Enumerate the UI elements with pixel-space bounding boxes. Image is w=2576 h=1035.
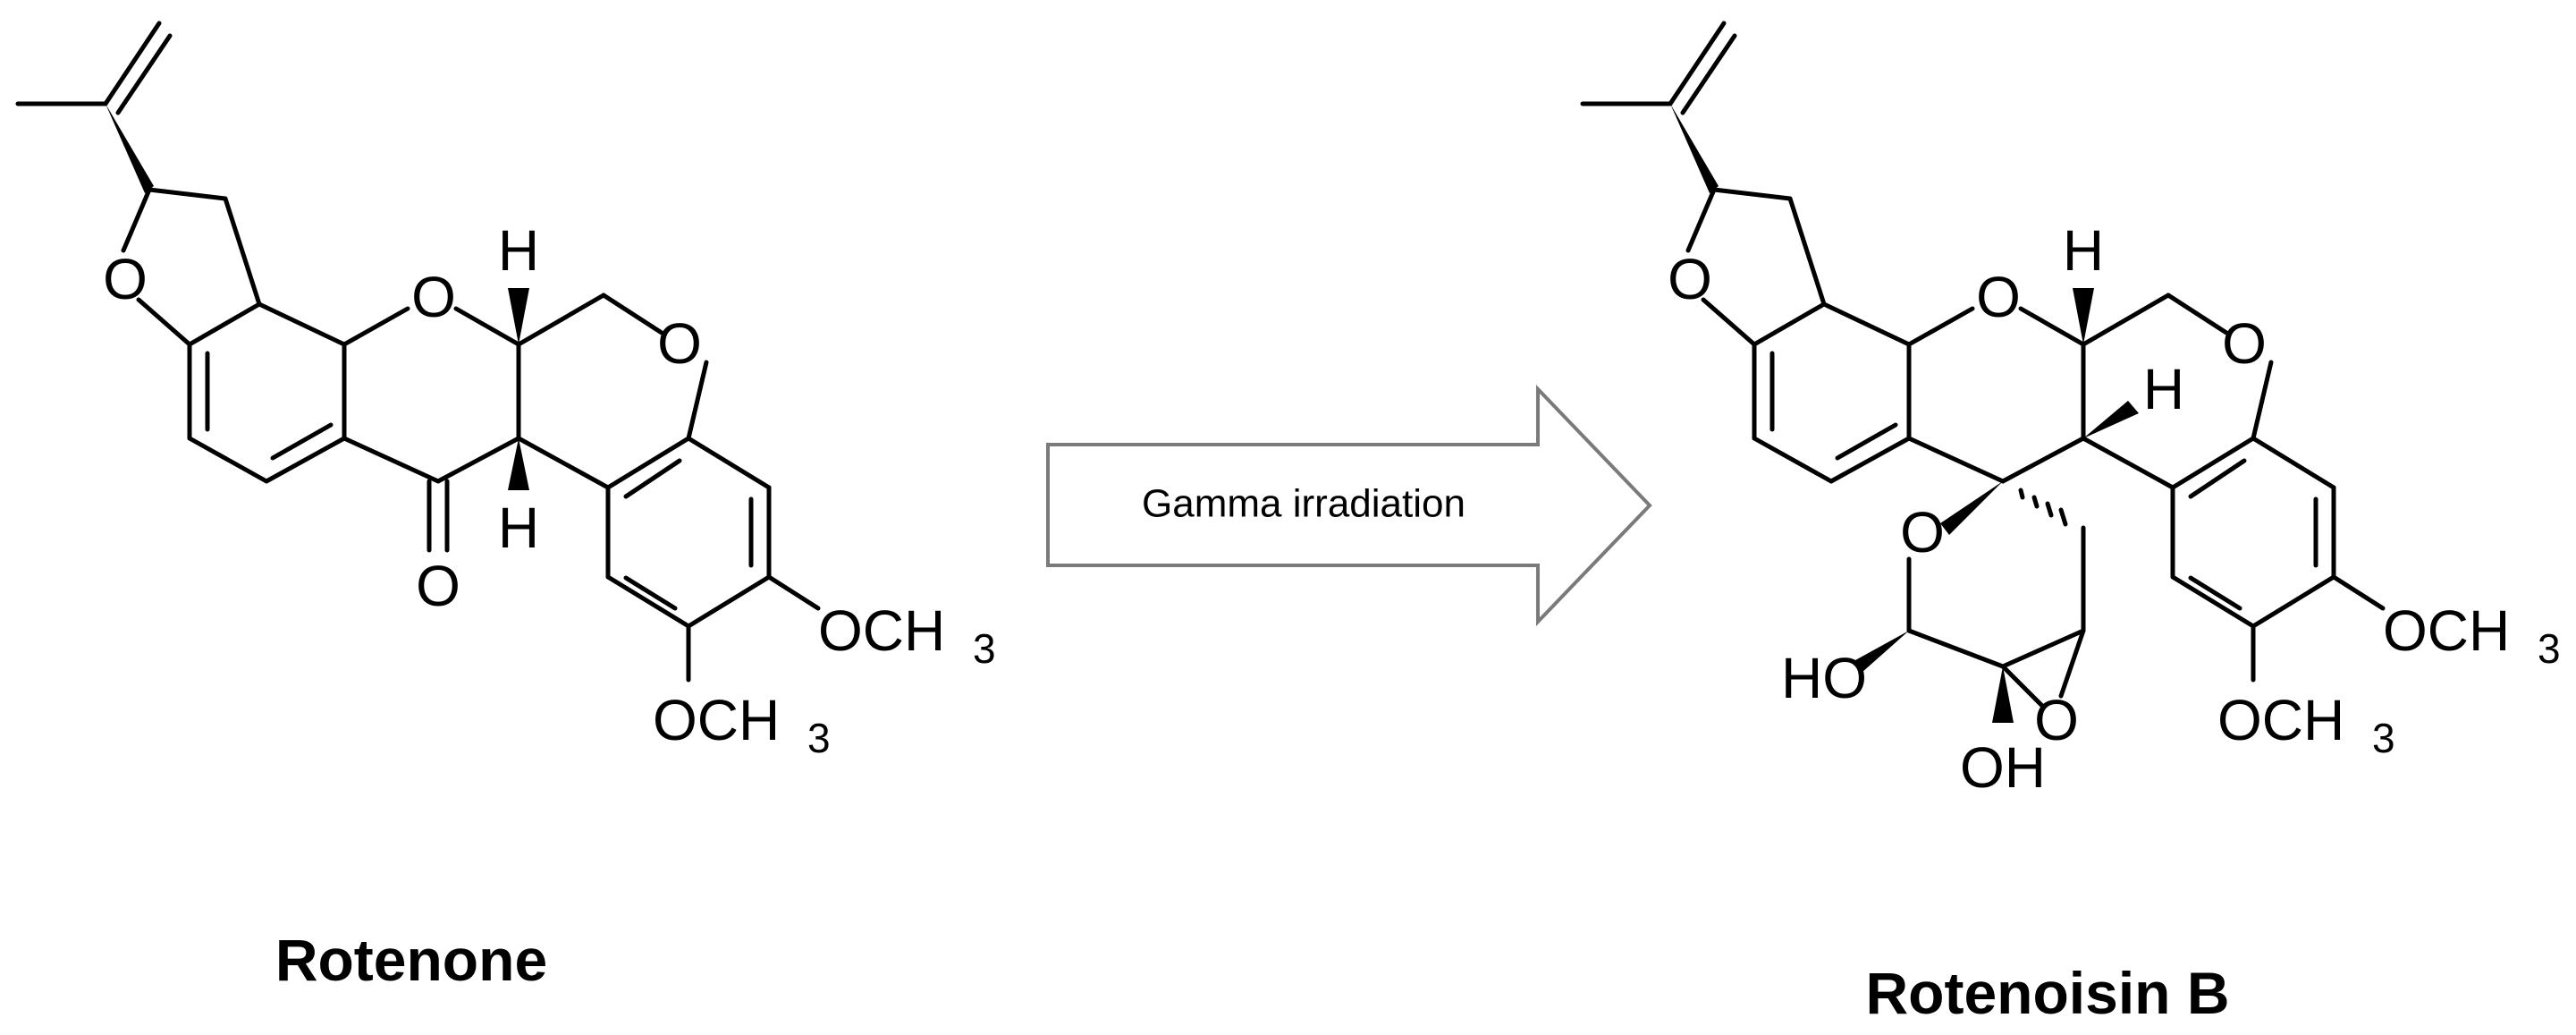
product-hydrogen-top: H [2063,218,2104,283]
product-wedge-oh [1992,666,2014,723]
rotenone-methoxy-bottom-subscript: 3 [807,715,831,761]
rotenoisin-b-name: Rotenoisin B [1866,960,2230,1026]
product-ring-oxygen: O [2222,311,2267,376]
rotenone-wedge-h-bottom [508,438,529,490]
product-hydrogen-mid: H [2143,357,2184,421]
product-hydroxy-left: HO [1781,646,1867,710]
reaction-arrow: Gamma irradiation [1046,385,1652,626]
product-spiro-oxygen: O [1900,500,1945,564]
product-methoxy-bottom-subscript: 3 [2372,715,2395,761]
rotenone-pyran-oxygen: O [411,265,456,329]
rotenone-structure: O O O H H O OCH 3 OCH 3 [15,21,996,761]
rotenone-ring-oxygen: O [657,311,702,376]
arrow-shape [1046,385,1652,626]
rotenone-bonds [15,21,821,683]
rotenoisin-b-structure: O O O H H O HO OH O OCH 3 OCH 3 [1580,21,2561,800]
product-methoxy-bottom: OCH [2217,688,2344,752]
product-wedge-h-top [2073,288,2094,344]
rotenone-name: Rotenone [275,927,547,993]
product-wedge-isopropenyl [1670,104,1719,193]
rotenone-atom-labels: O O O H H O OCH 3 OCH 3 [103,218,995,761]
product-hashed-bond [2018,488,2068,527]
product-epoxide-oxygen: O [2034,688,2079,752]
rotenoisin-b-bonds [1580,21,2386,723]
rotenone-wedge-isopropenyl [106,104,154,193]
product-methoxy-right: OCH [2383,598,2510,663]
product-hydroxy-bottom: OH [1960,735,2046,800]
product-methoxy-right-subscript: 3 [2538,625,2561,672]
rotenone-hydrogen-top: H [498,218,539,283]
rotenone-methoxy-right: OCH [818,598,945,663]
product-wedge-ho [1855,631,1909,673]
rotenone-keto-oxygen: O [416,554,460,618]
product-furan-oxygen: O [1668,247,1712,311]
reaction-condition-label: Gamma irradiation [1142,482,1465,526]
rotenone-wedge-h-top [508,288,529,344]
product-wedge-spiro-o [1940,481,2003,535]
rotenone-hydrogen-bottom: H [498,496,539,560]
product-wedge-h-mid [2083,401,2139,438]
rotenone-methoxy-right-subscript: 3 [973,625,996,672]
rotenoisin-b-atom-labels: O O O H H O HO OH O OCH 3 OCH 3 [1668,218,2560,800]
rotenone-methoxy-bottom: OCH [653,688,780,752]
rotenone-furan-oxygen: O [103,247,148,311]
product-pyran-oxygen: O [1976,265,2021,329]
